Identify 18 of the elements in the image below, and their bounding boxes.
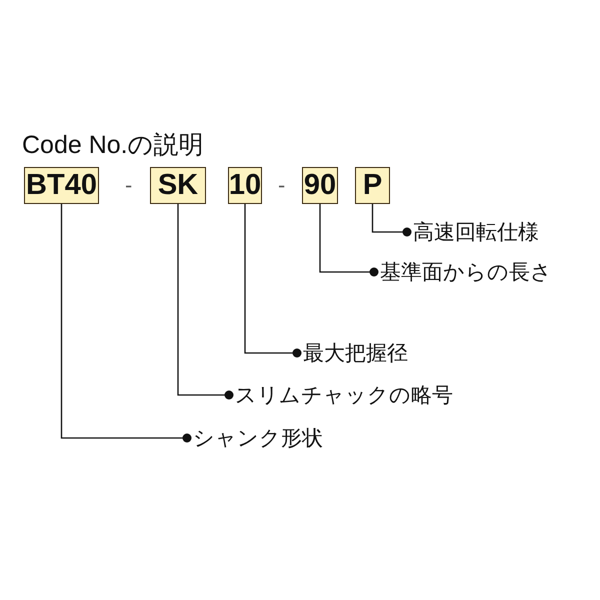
description-text: 高速回転仕様: [413, 219, 539, 245]
code-box: BT40: [24, 167, 99, 204]
connector-line: [177, 204, 234, 400]
separator-dash: -: [125, 172, 132, 198]
code-box: 90: [302, 167, 338, 204]
connector-line: [60, 204, 192, 442]
description-text: スリムチャックの略号: [235, 382, 453, 408]
description-text: 基準面からの長さ: [380, 259, 552, 285]
connector-line: [372, 204, 412, 236]
description-text: 最大把握径: [303, 340, 408, 366]
description-text: シャンク形状: [193, 425, 323, 451]
connector-line: [244, 204, 302, 358]
code-box: 10: [228, 167, 262, 204]
connector-line: [319, 204, 378, 276]
title: Code No.の説明: [22, 132, 204, 158]
separator-dash: -: [278, 172, 286, 198]
code-box: SK: [150, 167, 206, 204]
code-box: P: [355, 167, 390, 204]
